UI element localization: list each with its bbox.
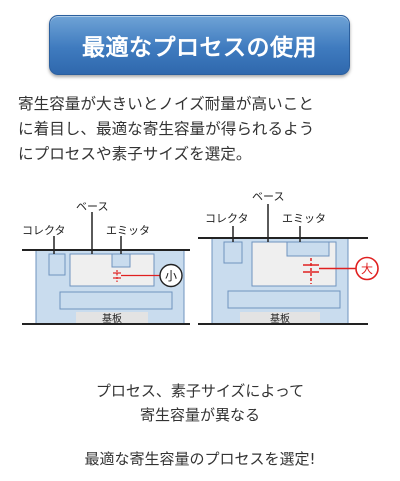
substrate-label: 基板 <box>270 312 290 325</box>
parasitic-capacitance-diagram: コレクタ ベース エミッタ 小 基板 コレクタ ベース エミッタ <box>22 190 379 325</box>
size-badge-large <box>355 256 379 281</box>
description: 寄生容量が大きいとノイズ耐量が高いこと に着目し、最適な寄生容量が得られるよう … <box>18 92 388 167</box>
collector-region <box>48 253 66 276</box>
emitter-region <box>286 241 330 257</box>
buried-layer <box>227 290 341 309</box>
page-title: 最適なプロセスの使用 <box>82 35 317 61</box>
emitter-region <box>111 253 131 268</box>
substrate-bar <box>76 312 148 324</box>
collector-label: コレクタ <box>205 212 249 225</box>
description-line: にプロセスや素子サイズを選定。 <box>18 145 252 163</box>
capacitor-small <box>113 270 160 282</box>
small-capacitance-structure: コレクタ ベース エミッタ 小 基板 <box>22 200 190 325</box>
description-line: に着目し、最適な寄生容量が得られるよう <box>18 120 315 138</box>
base-label: ベース <box>76 200 108 213</box>
size-badge-small-label: 小 <box>165 269 177 283</box>
collector-region <box>223 241 243 264</box>
large-capacitance-structure: コレクタ ベース エミッタ 大 基板 <box>198 190 379 325</box>
emitter-label: エミッタ <box>106 224 150 237</box>
caption-line: 寄生容量が異なる <box>139 406 260 424</box>
title-banner: 最適なプロセスの使用 <box>49 15 350 75</box>
substrate-bar <box>240 312 320 324</box>
conclusion: 最適な寄生容量のプロセスを選定! <box>84 450 316 468</box>
substrate-label: 基板 <box>102 312 122 325</box>
size-badge-large-label: 大 <box>361 262 373 276</box>
size-badge-small <box>159 263 183 288</box>
emitter-label: エミッタ <box>282 212 326 225</box>
capacitor-large <box>303 258 356 284</box>
caption-line: プロセス、素子サイズによって <box>95 382 305 400</box>
base-label: ベース <box>252 190 284 203</box>
collector-label: コレクタ <box>22 224 66 237</box>
buried-layer <box>59 291 173 310</box>
description-line: 寄生容量が大きいとノイズ耐量が高いこと <box>18 95 314 113</box>
